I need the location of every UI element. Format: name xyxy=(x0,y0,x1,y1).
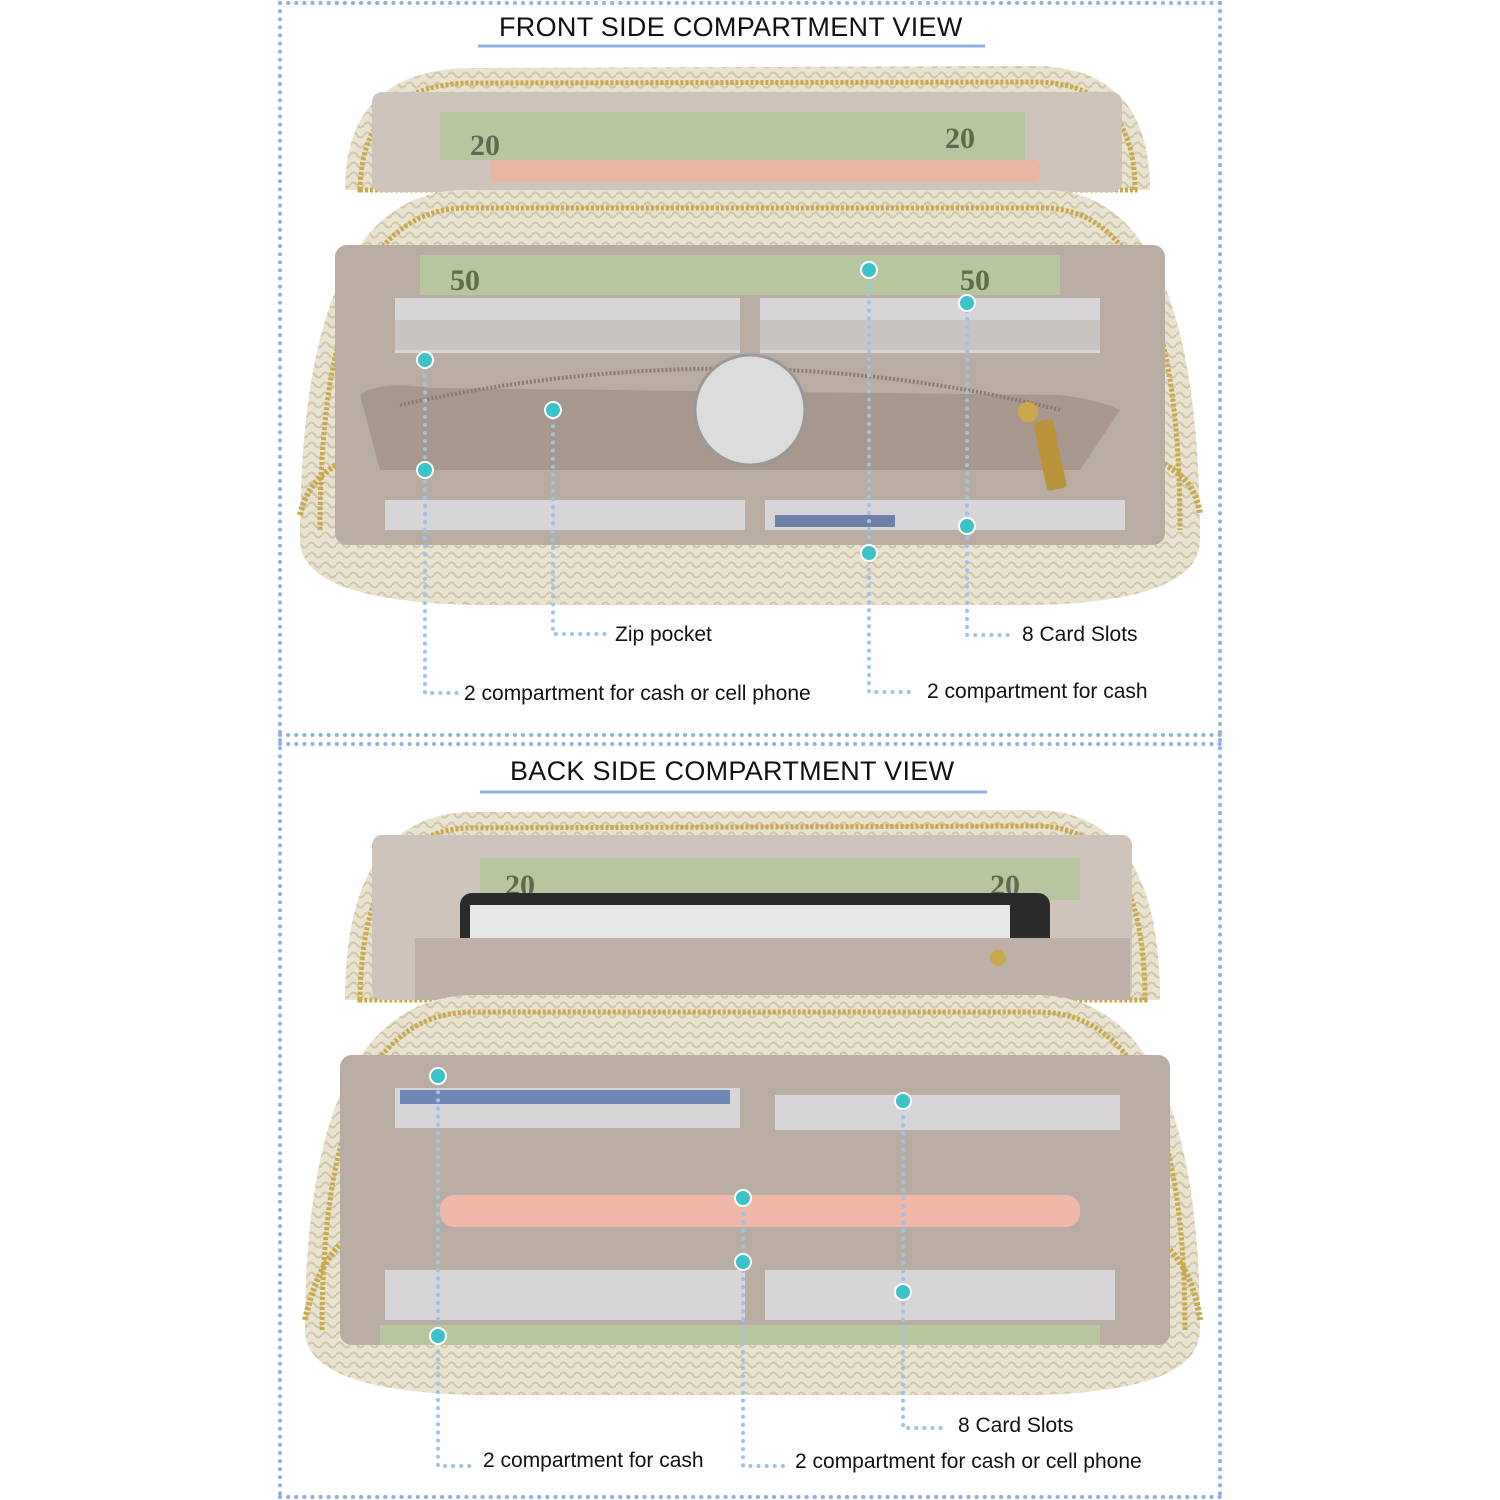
front-label-card-slots: 8 Card Slots xyxy=(1022,623,1138,646)
back-label-cash-or-phone: 2 compartment for cash or cell phone xyxy=(795,1450,1142,1473)
front-label-cash-or-phone: 2 compartment for cash or cell phone xyxy=(464,682,811,705)
pin-icon xyxy=(734,1189,752,1207)
svg-text:50: 50 xyxy=(450,264,480,297)
callout-pins xyxy=(416,261,976,1345)
pin-icon xyxy=(734,1253,752,1271)
pin-icon xyxy=(860,261,878,279)
front-wallet-image: 20 20 50 50 xyxy=(297,66,1203,606)
pin-icon xyxy=(544,401,562,419)
pin-icon xyxy=(416,351,434,369)
pin-icon xyxy=(958,294,976,312)
back-section-title: BACK SIDE COMPARTMENT VIEW xyxy=(510,756,955,786)
pin-icon xyxy=(894,1283,912,1301)
back-wallet-image: 20 20 xyxy=(302,810,1203,1395)
pin-icon xyxy=(894,1092,912,1110)
pin-icon xyxy=(958,517,976,535)
svg-text:20: 20 xyxy=(470,129,500,162)
svg-text:20: 20 xyxy=(945,122,975,155)
front-label-zip-pocket: Zip pocket xyxy=(615,623,712,646)
pin-icon xyxy=(860,544,878,562)
front-label-cash: 2 compartment for cash xyxy=(927,680,1148,703)
leader-lines xyxy=(423,268,1014,1468)
front-section-title: FRONT SIDE COMPARTMENT VIEW xyxy=(499,12,963,42)
dotted-frame xyxy=(278,1,1222,1499)
pin-icon xyxy=(429,1327,447,1345)
back-label-cash: 2 compartment for cash xyxy=(483,1449,704,1472)
svg-text:50: 50 xyxy=(960,264,990,297)
back-label-card-slots: 8 Card Slots xyxy=(958,1414,1074,1437)
pin-icon xyxy=(416,461,434,479)
pin-icon xyxy=(429,1067,447,1085)
